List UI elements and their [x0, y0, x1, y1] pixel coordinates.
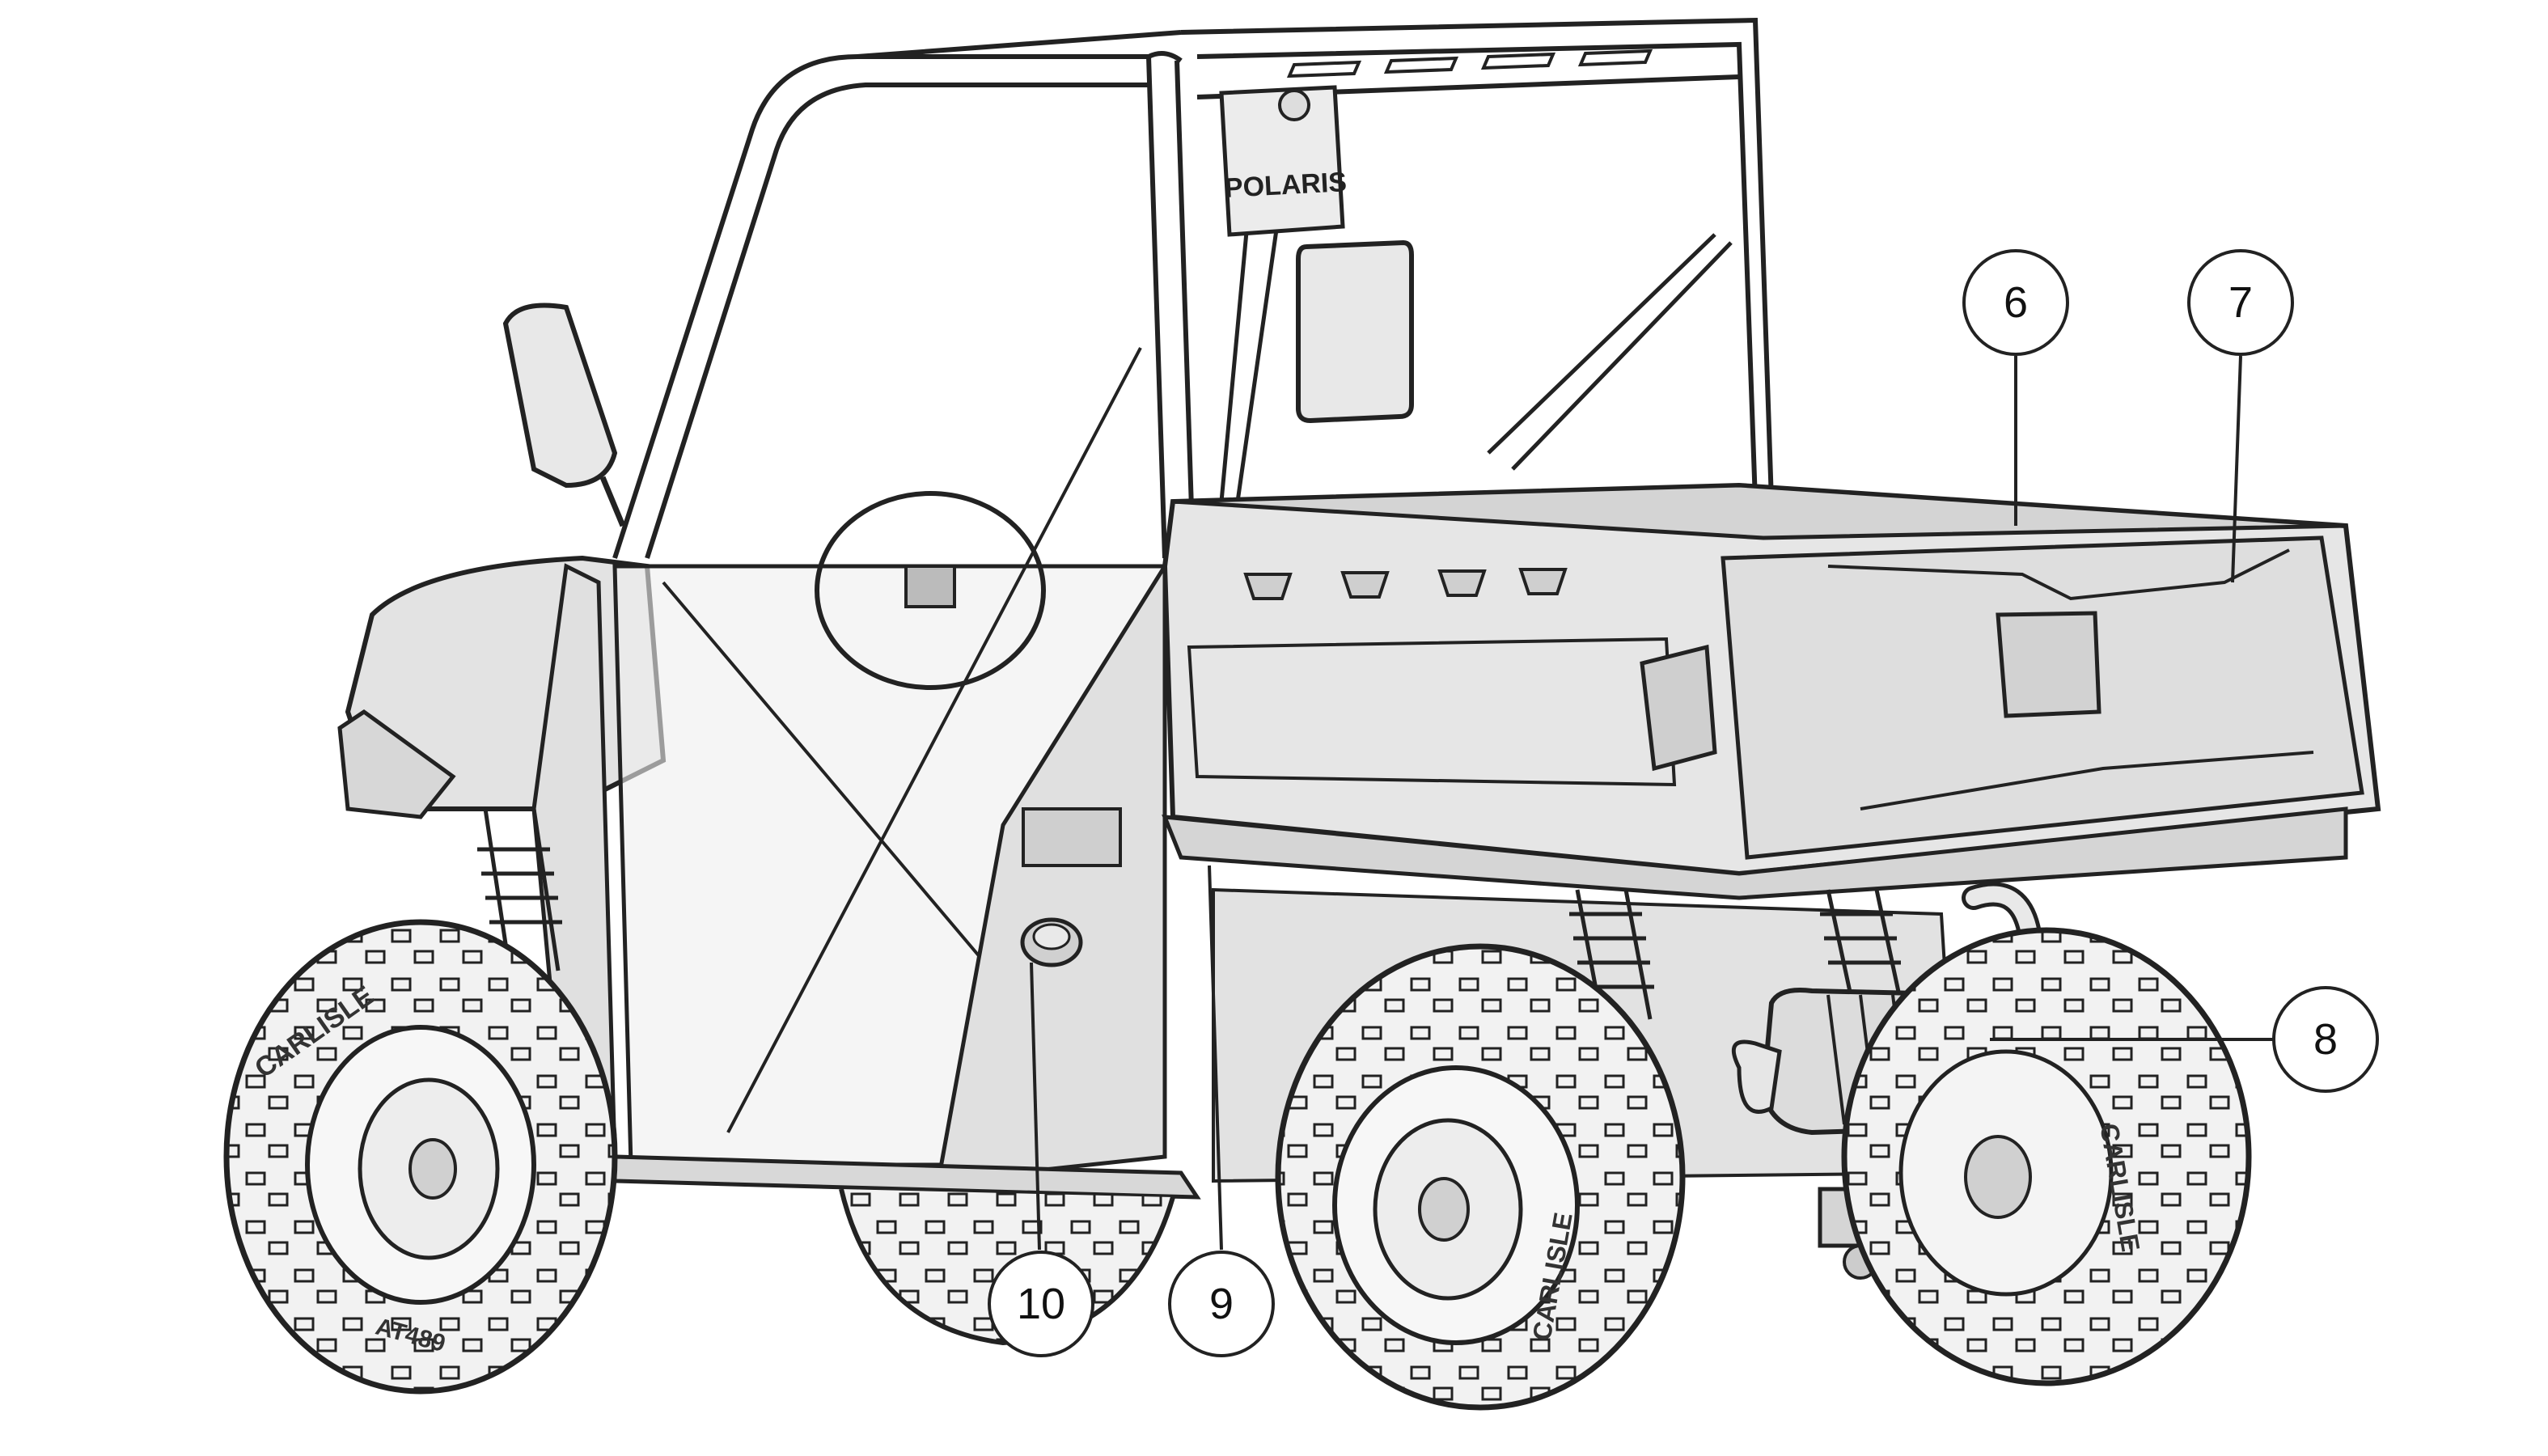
callout-leaders	[1030, 355, 2273, 1251]
rear-right-wheel: CARLISLE	[1841, 927, 2252, 1386]
fuel-cap	[1020, 917, 1083, 967]
logo-plate: POLARIS	[1219, 85, 1348, 237]
callout-8-label: 8	[2313, 1015, 2338, 1064]
callout-10-label: 10	[1017, 1280, 1065, 1328]
steering-wheel	[815, 491, 1046, 690]
callout-6-label: 6	[2004, 278, 2028, 327]
left-mirror	[502, 303, 626, 527]
right-mirror	[1296, 239, 1414, 424]
front-left-wheel: CARLISLE AT489	[223, 919, 618, 1395]
polaris-logo: POLARIS	[1224, 167, 1348, 204]
bed-slots	[1243, 568, 1568, 600]
callout-8: 8	[2272, 986, 2379, 1093]
callout-6: 6	[1962, 249, 2069, 356]
roll-cage	[612, 17, 1774, 559]
callout-7: 7	[2187, 249, 2294, 356]
callout-9: 9	[1168, 1251, 1275, 1357]
callout-9-label: 9	[1209, 1280, 1234, 1328]
roof-slots	[1286, 49, 1653, 78]
cargo-box	[1162, 482, 2381, 877]
callout-7-label: 7	[2228, 278, 2253, 327]
side-panel	[935, 559, 1167, 1183]
callout-10: 10	[988, 1251, 1094, 1357]
rear-left-wheel: CARLISLE	[1275, 943, 1686, 1411]
